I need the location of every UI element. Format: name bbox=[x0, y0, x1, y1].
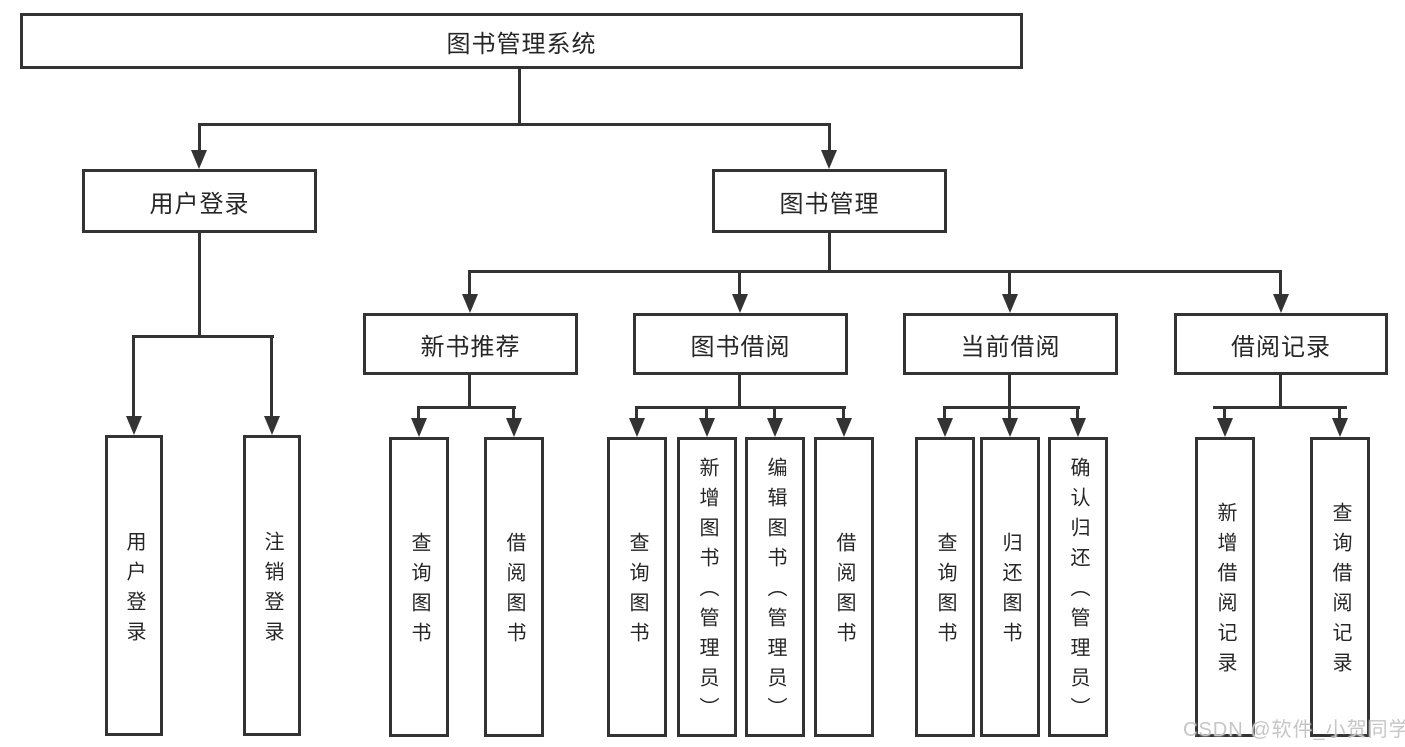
connector-leaf-drop bbox=[132, 335, 135, 420]
leaf-query-books-recommend-label: 查询图书 bbox=[408, 532, 430, 652]
leaf-return-books-label: 归还图书 bbox=[999, 532, 1021, 652]
connector-book-management-drop bbox=[828, 123, 831, 153]
leaf-add-borrow-record: 新增借阅记录 bbox=[1195, 437, 1255, 737]
node-book-management-system: 图书管理系统 bbox=[20, 13, 1023, 69]
node-user-login: 用户登录 bbox=[82, 169, 317, 233]
connector-leaf-drop bbox=[1008, 406, 1011, 420]
leaf-confirm-return-admin: 确认归还（管理员） bbox=[1048, 437, 1108, 737]
arrowhead bbox=[937, 418, 953, 437]
leaf-logout: 注销登录 bbox=[243, 435, 301, 736]
connector-leaf-drop bbox=[705, 406, 708, 420]
arrowhead bbox=[1273, 294, 1289, 313]
arrowhead bbox=[767, 418, 783, 437]
connector-current-borrow-stem bbox=[1008, 375, 1011, 408]
arrowhead bbox=[1002, 418, 1018, 437]
connector-book-borrow-stem bbox=[738, 375, 741, 408]
arrowhead bbox=[506, 418, 522, 437]
leaf-logout-label: 注销登录 bbox=[261, 530, 283, 651]
connector-level2-rail bbox=[198, 123, 831, 126]
connector-borrow-records-stem bbox=[1279, 375, 1282, 408]
arrowhead bbox=[821, 150, 837, 169]
leaf-return-books: 归还图书 bbox=[980, 437, 1040, 737]
node-current-borrowing: 当前借阅 bbox=[903, 313, 1118, 375]
arrowhead bbox=[836, 418, 852, 437]
arrowhead bbox=[191, 150, 207, 169]
connector-level3-drop bbox=[738, 270, 741, 297]
connector-leaf-drop bbox=[512, 406, 515, 420]
arrowhead bbox=[1332, 418, 1348, 437]
connector-user-login-stem bbox=[198, 233, 201, 337]
arrowhead bbox=[629, 418, 645, 437]
leaf-edit-books-admin: 编辑图书（管理员） bbox=[745, 437, 805, 737]
arrowhead bbox=[732, 294, 748, 313]
node-book-borrowing: 图书借阅 bbox=[633, 313, 848, 375]
node-new-book-recommendation-label: 新书推荐 bbox=[420, 333, 521, 361]
connector-leaf-drop bbox=[1338, 406, 1341, 420]
leaf-query-books-borrow: 查询图书 bbox=[607, 437, 667, 737]
connector-borrow-records-rail bbox=[1213, 406, 1347, 409]
connector-user-login-drop bbox=[198, 123, 201, 153]
arrowhead bbox=[1070, 418, 1086, 437]
connector-book-management-stem bbox=[828, 233, 831, 273]
connector-leaf-drop bbox=[943, 406, 946, 420]
leaf-borrow-books-recommend: 借阅图书 bbox=[484, 437, 544, 737]
arrowhead bbox=[1002, 294, 1018, 313]
leaf-borrow-books-borrow: 借阅图书 bbox=[814, 437, 874, 737]
arrowhead bbox=[264, 416, 280, 435]
leaf-query-borrow-record: 查询借阅记录 bbox=[1310, 437, 1370, 737]
connector-level3-drop bbox=[1279, 270, 1282, 297]
connector-leaf-drop bbox=[773, 406, 776, 420]
connector-new-book-stem bbox=[468, 375, 471, 408]
node-borrowing-records: 借阅记录 bbox=[1174, 313, 1388, 375]
connector-leaf-drop bbox=[1076, 406, 1079, 420]
leaf-query-borrow-record-label: 查询借阅记录 bbox=[1329, 502, 1351, 682]
leaf-add-books-admin: 新增图书（管理员） bbox=[677, 437, 737, 737]
connector-level3-drop bbox=[1008, 270, 1011, 297]
leaf-user-login: 用户登录 bbox=[105, 435, 163, 736]
connector-leaf-drop bbox=[635, 406, 638, 420]
connector-level3-rail bbox=[468, 270, 1282, 273]
connector-new-book-rail bbox=[417, 406, 516, 409]
node-borrowing-records-label: 借阅记录 bbox=[1231, 333, 1331, 361]
csdn-watermark: CSDN @软件_小贺同学 bbox=[1183, 719, 1405, 741]
connector-leaf-drop bbox=[1223, 406, 1226, 420]
arrowhead bbox=[126, 416, 142, 435]
node-book-borrowing-label: 图书借阅 bbox=[690, 333, 791, 361]
node-user-login-label: 用户登录 bbox=[149, 190, 250, 218]
connector-level3-drop bbox=[468, 270, 471, 297]
connector-leaf-drop bbox=[842, 406, 845, 420]
connector-root-stem bbox=[518, 69, 521, 126]
leaf-add-books-admin-label: 新增图书（管理员） bbox=[696, 457, 718, 727]
arrowhead bbox=[1217, 418, 1233, 437]
leaf-borrow-books-recommend-label: 借阅图书 bbox=[503, 532, 525, 652]
leaf-edit-books-admin-label: 编辑图书（管理员） bbox=[764, 457, 786, 727]
arrowhead bbox=[699, 418, 715, 437]
connector-user-login-rail bbox=[132, 335, 274, 338]
node-current-borrowing-label: 当前借阅 bbox=[960, 333, 1061, 361]
connector-leaf-drop bbox=[417, 406, 420, 420]
connector-current-borrow-rail bbox=[943, 406, 1080, 409]
leaf-query-books-recommend: 查询图书 bbox=[389, 437, 449, 737]
leaf-borrow-books-borrow-label: 借阅图书 bbox=[833, 532, 855, 652]
leaf-query-books-borrow-label: 查询图书 bbox=[626, 532, 648, 652]
arrowhead bbox=[411, 418, 427, 437]
leaf-query-books-current-label: 查询图书 bbox=[934, 532, 956, 652]
node-book-management-system-label: 图书管理系统 bbox=[446, 30, 597, 58]
leaf-confirm-return-admin-label: 确认归还（管理员） bbox=[1067, 457, 1089, 727]
node-book-management: 图书管理 bbox=[712, 169, 947, 233]
leaf-user-login-label: 用户登录 bbox=[123, 530, 145, 651]
arrowhead bbox=[462, 294, 478, 313]
node-new-book-recommendation: 新书推荐 bbox=[363, 313, 578, 375]
node-book-management-label: 图书管理 bbox=[779, 190, 880, 218]
connector-book-borrow-rail bbox=[635, 406, 846, 409]
connector-leaf-drop bbox=[270, 335, 273, 420]
leaf-add-borrow-record-label: 新增借阅记录 bbox=[1214, 502, 1236, 682]
leaf-query-books-current: 查询图书 bbox=[915, 437, 975, 737]
